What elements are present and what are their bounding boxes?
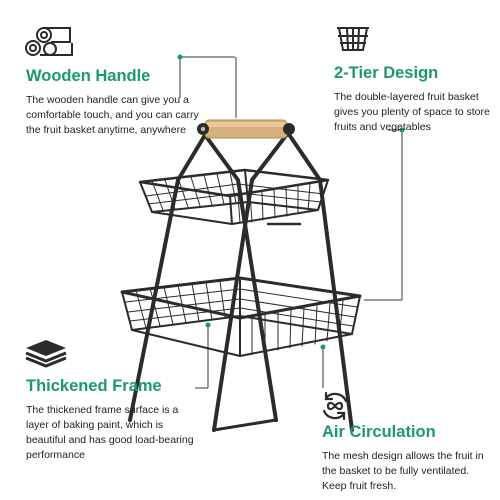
feature-description: The mesh design allows the fruit in the …	[322, 450, 484, 492]
feature-title: 2-Tier Design	[334, 64, 439, 82]
feature-wooden-handle: Wooden Handle The wooden handle can give…	[26, 66, 206, 138]
feature-thickened-frame: Thickened Frame The thickened frame surf…	[26, 376, 196, 463]
feature-title: Air Circulation	[322, 423, 436, 441]
feature-description: The double-layered fruit basket gives yo…	[334, 91, 490, 133]
feature-two-tier-design: 2-Tier Design The double-layered fruit b…	[334, 63, 494, 135]
feature-description: The thickened frame surface is a layer o…	[26, 404, 194, 461]
feature-air-circulation: Air Circulation The mesh design allows t…	[322, 422, 490, 494]
layers-icon	[24, 338, 68, 373]
wood-logs-icon	[24, 24, 76, 63]
feature-description: The wooden handle can give you a comfort…	[26, 94, 199, 136]
feature-title: Wooden Handle	[26, 67, 151, 85]
wooden-handle-bar	[197, 119, 295, 139]
air-cycle-icon	[319, 390, 351, 427]
feature-title: Thickened Frame	[26, 377, 162, 395]
basket-icon	[335, 24, 371, 59]
